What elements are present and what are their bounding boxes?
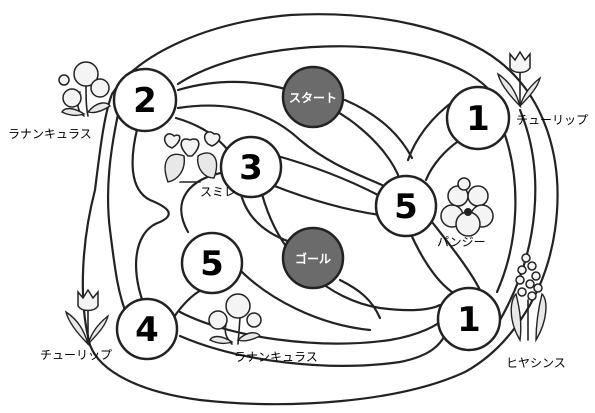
node-5-center[interactable]: 5 xyxy=(376,176,436,236)
node-4-label: 4 xyxy=(135,310,159,350)
violet-icon xyxy=(165,132,220,182)
node-3-label: 3 xyxy=(239,148,263,188)
maze-left-track xyxy=(108,105,128,318)
node-1-top[interactable]: 1 xyxy=(447,87,509,149)
node-2-label: 2 xyxy=(133,81,157,121)
goal-node[interactable]: ゴール xyxy=(283,228,343,288)
node-1-top-label: 1 xyxy=(466,99,490,139)
start-label: スタート xyxy=(289,91,337,105)
maze-start-corridor xyxy=(345,100,412,158)
node-5-left[interactable]: 5 xyxy=(182,233,242,293)
maze-corridor-3-5-b xyxy=(272,185,380,215)
node-1-bottom[interactable]: 1 xyxy=(438,288,500,350)
ranunculus-icon-bottom xyxy=(209,294,261,344)
node-5-center-label: 5 xyxy=(394,187,418,227)
goal-label: ゴール xyxy=(295,251,331,266)
maze-corridor-3-5 xyxy=(274,155,378,195)
ranunculus-icon xyxy=(59,62,110,116)
node-1-bottom-label: 1 xyxy=(457,300,481,340)
hyacinth-icon xyxy=(511,254,546,340)
label-tulip-left: チューリップ xyxy=(40,348,112,362)
maze-right-1-5 xyxy=(426,140,460,180)
label-pansy: パンジー xyxy=(437,235,486,249)
label-tulip-right: チューリップ xyxy=(516,113,588,127)
node-5-left-label: 5 xyxy=(200,244,224,284)
label-ranunculus-top: ラナンキュラス xyxy=(8,127,92,141)
node-4[interactable]: 4 xyxy=(117,299,177,359)
label-sumire: スミレ xyxy=(200,185,236,199)
pansy-icon xyxy=(441,178,493,236)
label-hyacinth: ヒヤシンス xyxy=(506,356,566,370)
maze-left-track-inner xyxy=(133,118,169,318)
start-node[interactable]: スタート xyxy=(283,67,343,127)
label-ranunculus-bottom: ラナンキュラス xyxy=(234,350,318,364)
node-2[interactable]: 2 xyxy=(114,69,176,131)
maze-right-outer xyxy=(497,135,515,292)
maze-goal-corridor xyxy=(340,280,380,318)
maze-corridor-3-5lower xyxy=(181,172,226,232)
